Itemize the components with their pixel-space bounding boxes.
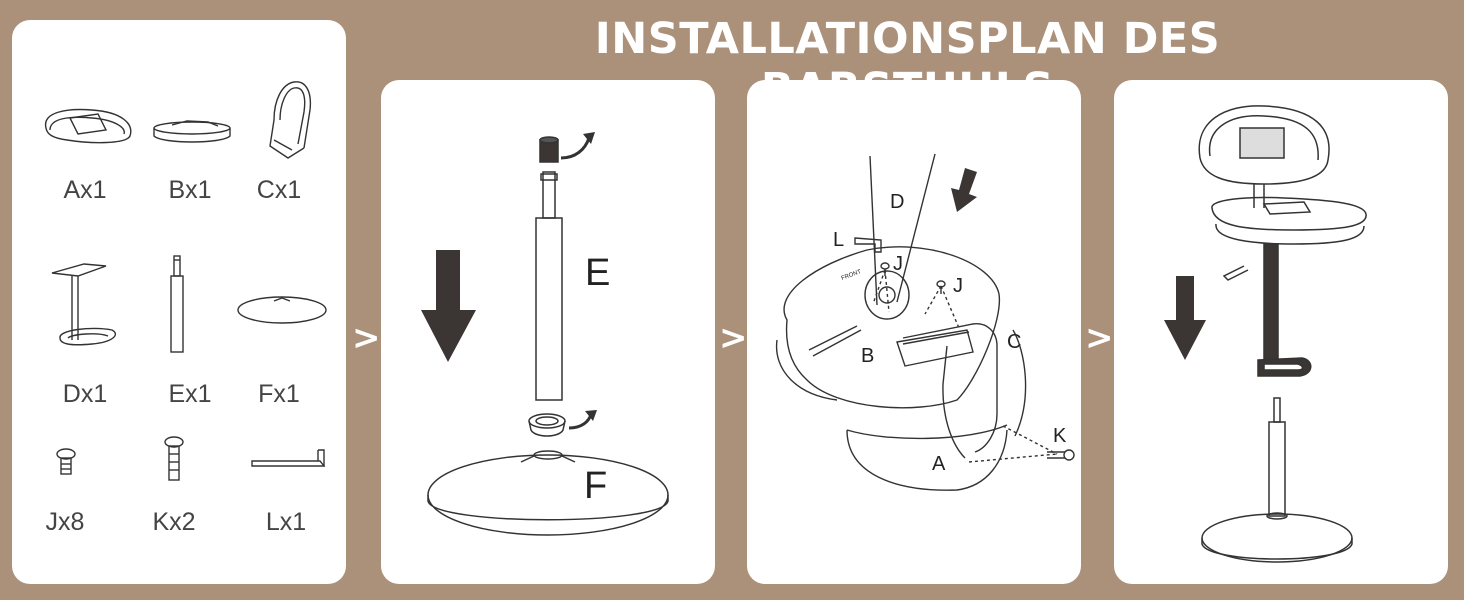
- part-label-k: Kx2: [152, 508, 196, 536]
- step1-illustration: E F: [421, 132, 669, 536]
- label-k: K: [1053, 425, 1067, 447]
- part-label-d: Dx1: [62, 380, 108, 408]
- step-separator-1: >: [352, 318, 381, 358]
- backrest-frame-part: [896, 323, 1027, 459]
- part-label-a: Ax1: [63, 176, 107, 204]
- seat-cushion-icon: [45, 108, 132, 144]
- label-l: L: [833, 229, 844, 251]
- down-arrow-icon: [1164, 276, 1206, 360]
- backrest-part: [1198, 105, 1330, 208]
- step3-panel: [1114, 80, 1448, 584]
- label-e: E: [585, 252, 610, 294]
- seat-base-part: [775, 246, 1001, 409]
- label-j-2: J: [953, 275, 963, 297]
- parts-list-panel: Ax1 Bx1 Cx1 Dx1 Ex1 Fx1 Jx8 Kx2 Lx1: [12, 20, 346, 584]
- part-label-j: Jx8: [45, 508, 85, 536]
- step-separator-2: >: [719, 318, 748, 358]
- step2-illustration: D L J J B C K A FRONT: [775, 153, 1075, 491]
- gas-cylinder-icon: [170, 255, 184, 353]
- label-c: C: [1007, 331, 1021, 353]
- allen-key-icon: [251, 449, 326, 467]
- bushing-ring-icon: [528, 413, 566, 437]
- part-label-b: Bx1: [168, 176, 212, 204]
- base-disc-part: [427, 450, 669, 536]
- part-label-c: Cx1: [256, 176, 302, 204]
- parts-illustrations: [45, 81, 327, 481]
- curved-arrow-icon: [568, 413, 593, 430]
- step3-illustration: [1164, 105, 1367, 563]
- seat-base-plate-icon: [153, 120, 231, 143]
- label-front: FRONT: [841, 269, 863, 282]
- step-separator-3: >: [1085, 318, 1114, 358]
- gas-cylinder-part: [535, 171, 563, 401]
- down-arrow-icon: [951, 168, 977, 212]
- short-screw-icon: [56, 448, 76, 475]
- screw-j-icon: [880, 262, 890, 276]
- step2-panel: D L J J B C K A FRONT: [747, 80, 1081, 584]
- down-arrow-icon: [421, 250, 476, 362]
- part-label-l: Lx1: [265, 508, 307, 536]
- label-f: F: [584, 465, 607, 507]
- part-label-f: Fx1: [258, 380, 300, 408]
- label-b: B: [861, 345, 874, 367]
- curved-arrow-icon: [560, 137, 591, 160]
- screw-k-icon: [1047, 449, 1075, 461]
- long-screw-icon: [164, 436, 184, 481]
- label-d: D: [890, 191, 904, 213]
- step1-panel: E F: [381, 80, 715, 584]
- backrest-frame-icon: [269, 81, 312, 159]
- base-disc-icon: [237, 296, 327, 324]
- label-a: A: [932, 453, 946, 475]
- part-label-e: Ex1: [168, 380, 212, 408]
- label-j-1: J: [893, 253, 903, 275]
- footrest-column-icon: [51, 263, 117, 346]
- seat-cushion-part: [846, 424, 1008, 491]
- seat-part: [1211, 196, 1367, 245]
- cylinder-cap-icon: [539, 136, 559, 163]
- screw-j-icon: [936, 280, 946, 294]
